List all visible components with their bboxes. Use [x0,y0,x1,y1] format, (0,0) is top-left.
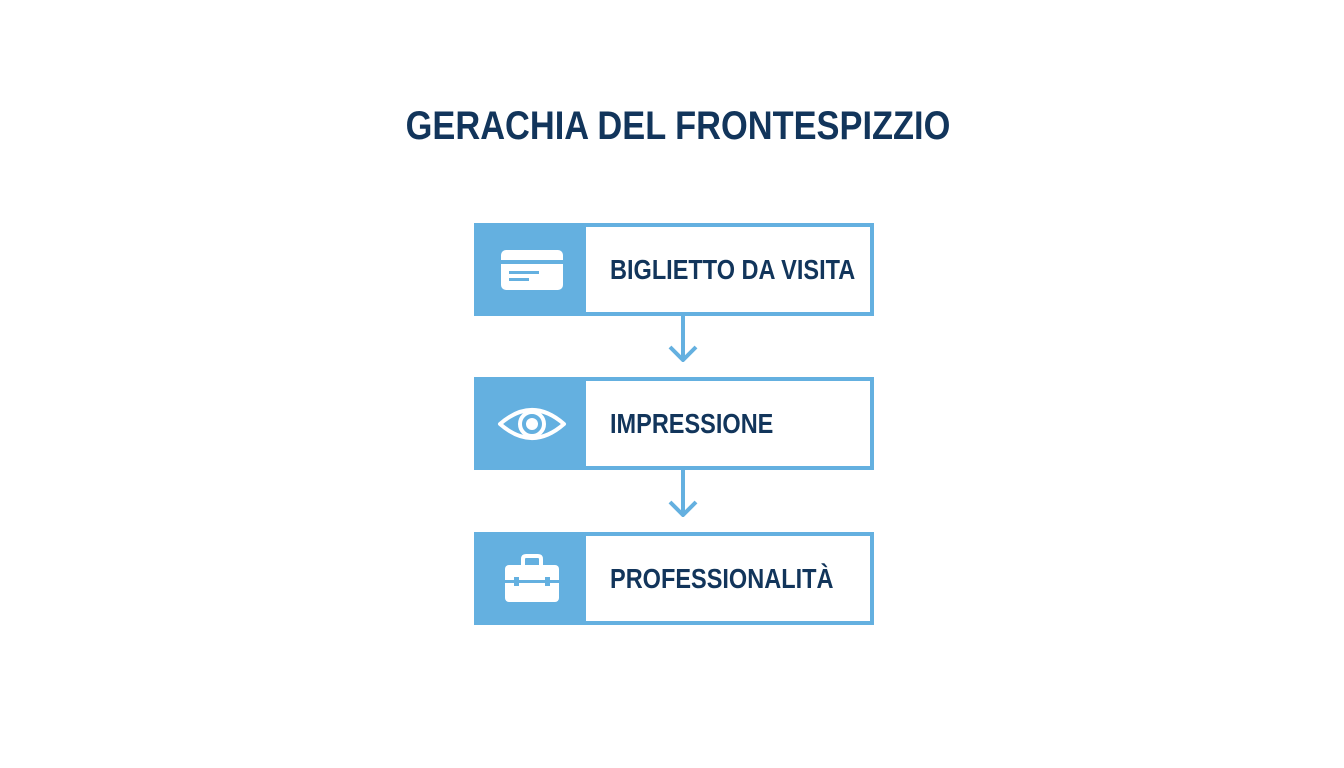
step-icon-cell [478,536,586,621]
step-label: IMPRESSIONE [610,407,774,439]
step-icon-cell [478,381,586,466]
step-box-professionalism: PROFESSIONALITÀ [474,532,874,625]
arrow-down-icon [668,314,698,362]
business-card-icon [501,249,563,290]
step-box-business-card: BIGLIETTO DA VISITA [474,223,874,316]
step-box-impression: IMPRESSIONE [474,377,874,470]
step-icon-cell [478,227,586,312]
arrow-down-icon [668,469,698,517]
step-label: PROFESSIONALITÀ [610,562,834,594]
eye-icon [498,407,566,440]
briefcase-icon [505,553,559,602]
diagram-title: GERACHIA DEL FRONTESPIZZIO [405,104,951,148]
step-label: BIGLIETTO DA VISITA [610,253,856,285]
